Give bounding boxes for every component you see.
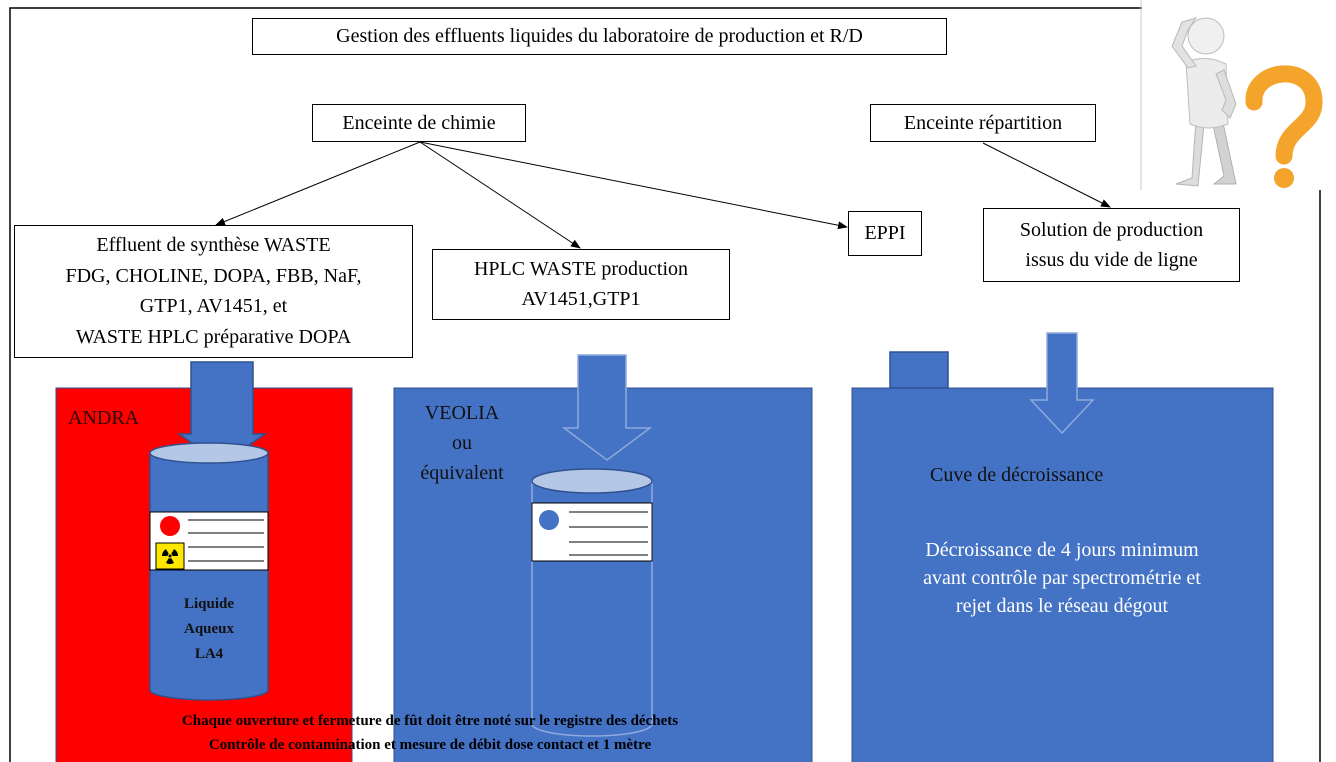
connector-chimie-to-hplc <box>419 141 581 249</box>
connector-chimie-to-eppi <box>419 141 848 230</box>
drum-text-line: Aqueux <box>183 621 235 637</box>
diagram-title: Gestion des effluents liquides du labora… <box>252 18 947 55</box>
enceinte-chimie-node: Enceinte de chimie <box>312 104 526 142</box>
cuve-description-line: Décroissance de 4 jours minimum <box>925 539 1199 561</box>
connector-repartition-to-solution <box>982 142 1111 208</box>
effluent-line: Effluent de synthèse WASTE <box>96 234 331 256</box>
effluent-line: WASTE HPLC préparative DOPA <box>75 325 352 348</box>
cuve-description-line: rejet dans le réseau dégout <box>955 595 1169 617</box>
cuve-down-arrow <box>1029 332 1095 435</box>
red-dot-icon <box>160 516 180 536</box>
eppi-node: EPPI <box>848 211 922 256</box>
veolia-label: VEOLIA ou équivalent <box>392 398 532 488</box>
cuve-description: Décroissance de 4 jours minimum avant co… <box>862 536 1262 620</box>
solution-production-node: Solution de production issus du vide de … <box>983 208 1240 282</box>
footer-notes: Chaque ouverture et fermeture de fût doi… <box>85 709 775 757</box>
blue-dot-icon <box>539 510 559 530</box>
question-person-icon <box>1140 0 1336 190</box>
drum-text-line: Liquide <box>183 596 235 612</box>
cuve-panel <box>851 387 1274 762</box>
andra-drum-text: Liquide Aqueux LA4 <box>150 592 268 667</box>
hplc-waste-node: HPLC WASTE production AV1451,GTP1 <box>432 249 730 320</box>
veolia-label-line: VEOLIA <box>424 402 500 424</box>
hplc-line: HPLC WASTE production <box>473 258 689 280</box>
solution-line: issus du vide de ligne <box>1025 249 1198 271</box>
andra-drum <box>149 442 269 701</box>
veolia-label-line: équivalent <box>420 462 504 484</box>
footer-note: Chaque ouverture et fermeture de fût doi… <box>181 713 679 729</box>
veolia-drum <box>531 468 653 737</box>
effluent-line: FDG, CHOLINE, DOPA, FBB, NaF, <box>65 264 362 287</box>
cuve-inlet-block <box>889 351 949 389</box>
andra-label: ANDRA <box>68 407 140 429</box>
footer-note: Contrôle de contamination et mesure de d… <box>208 737 652 753</box>
veolia-down-arrow <box>561 354 653 461</box>
radiation-icon <box>155 542 185 570</box>
effluent-synthese-node: Effluent de synthèse WASTE FDG, CHOLINE,… <box>14 225 413 358</box>
hplc-line: AV1451,GTP1 <box>521 288 641 310</box>
drum-text-line: LA4 <box>194 646 224 662</box>
veolia-label-line: ou <box>452 432 472 454</box>
enceinte-repartition-node: Enceinte répartition <box>870 104 1096 142</box>
effluent-line: GTP1, AV1451, et <box>139 295 288 317</box>
diagram-frame <box>9 7 1321 762</box>
connector-chimie-to-effluent <box>215 141 421 226</box>
cuve-label: Cuve de décroissance <box>930 464 1104 486</box>
cuve-description-line: avant contrôle par spectrométrie et <box>923 567 1201 589</box>
solution-line: Solution de production <box>1019 219 1204 241</box>
